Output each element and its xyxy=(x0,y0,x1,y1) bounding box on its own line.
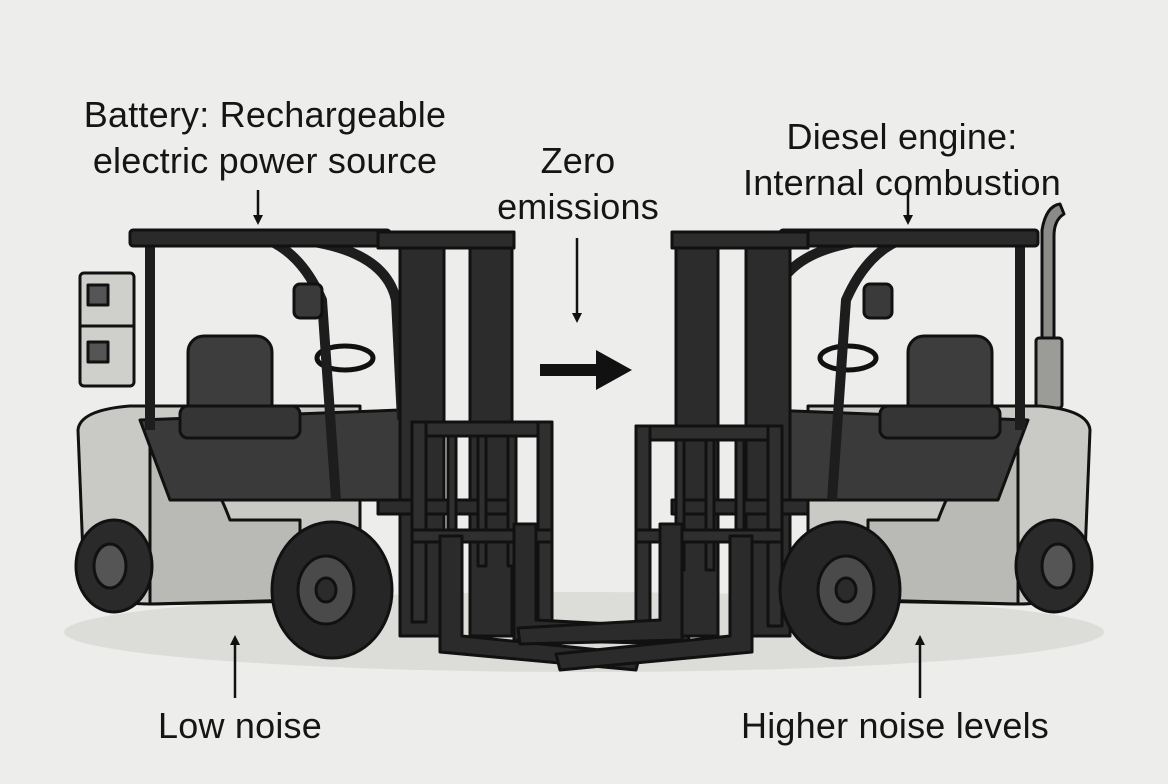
low-noise-text: Low noise xyxy=(158,705,322,746)
diesel-front-wheel xyxy=(778,520,902,660)
higher-noise-label: Higher noise levels xyxy=(690,703,1100,749)
electric-rear-wheel xyxy=(74,518,154,614)
battery-pack xyxy=(78,271,136,388)
diesel-forks xyxy=(516,522,754,672)
exhaust-pipe xyxy=(1034,202,1066,412)
diesel-label-line2: Internal combustion xyxy=(743,162,1061,203)
zero-emissions-line1: Zero xyxy=(540,140,616,181)
diesel-label: Diesel engine: Internal combustion xyxy=(692,114,1112,206)
annotation-arrows xyxy=(230,190,925,698)
battery-label: Battery: Rechargeable electric power sou… xyxy=(30,92,500,184)
diesel-rear-wheel xyxy=(1014,518,1094,614)
battery-label-line1: Battery: Rechargeable xyxy=(83,94,447,135)
electric-forklift xyxy=(74,228,692,672)
battery-label-line2: electric power source xyxy=(92,140,438,181)
diesel-label-line1: Diesel engine: xyxy=(786,116,1018,157)
higher-noise-text: Higher noise levels xyxy=(741,705,1049,746)
zero-emissions-line2: emissions xyxy=(497,186,659,227)
center-arrow xyxy=(540,350,632,390)
electric-front-wheel xyxy=(270,520,394,660)
low-noise-label: Low noise xyxy=(120,703,360,749)
zero-emissions-label: Zero emissions xyxy=(460,138,696,230)
diesel-forklift xyxy=(516,202,1094,672)
